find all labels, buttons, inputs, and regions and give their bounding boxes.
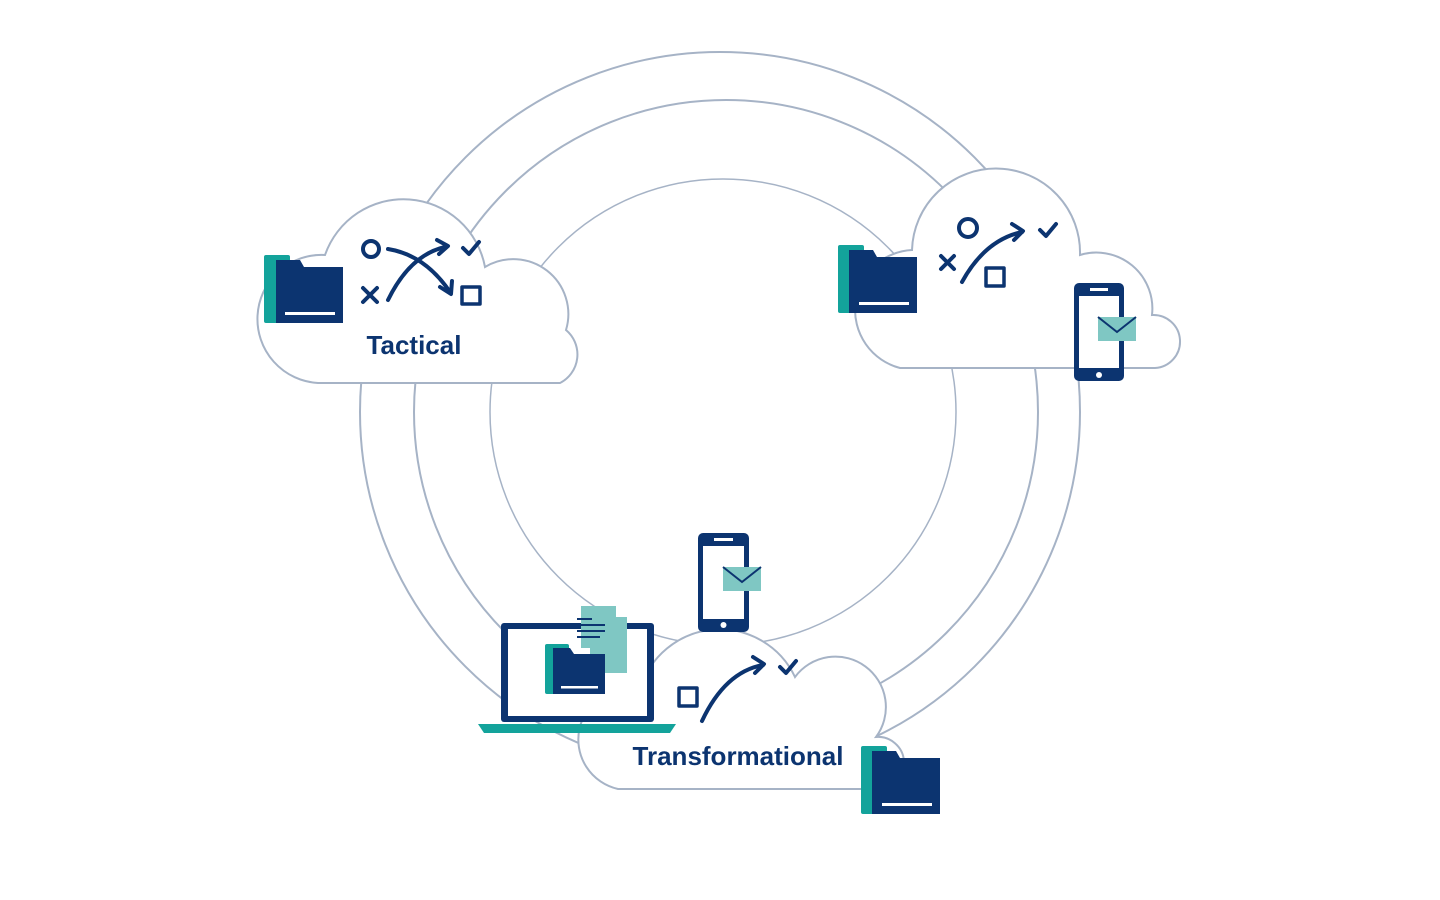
folder-icon (545, 644, 605, 694)
tactical-label: Tactical (367, 330, 462, 360)
folder-icon (861, 746, 940, 814)
folder-icon (264, 255, 343, 323)
phone-mail-icon (698, 533, 762, 632)
phone-mail-icon (1074, 283, 1137, 381)
play-diagram-icon (677, 655, 798, 723)
tactical-cloud-shape (256, 198, 579, 384)
tactical-cloud: Tactical (256, 198, 579, 384)
play-diagram-icon (939, 217, 1058, 288)
top-right-cloud (838, 167, 1181, 381)
folder-icon (838, 245, 917, 313)
transformational-cloud: Transformational (478, 533, 940, 814)
play-diagram-icon (361, 238, 482, 306)
transformational-label: Transformational (633, 741, 844, 771)
